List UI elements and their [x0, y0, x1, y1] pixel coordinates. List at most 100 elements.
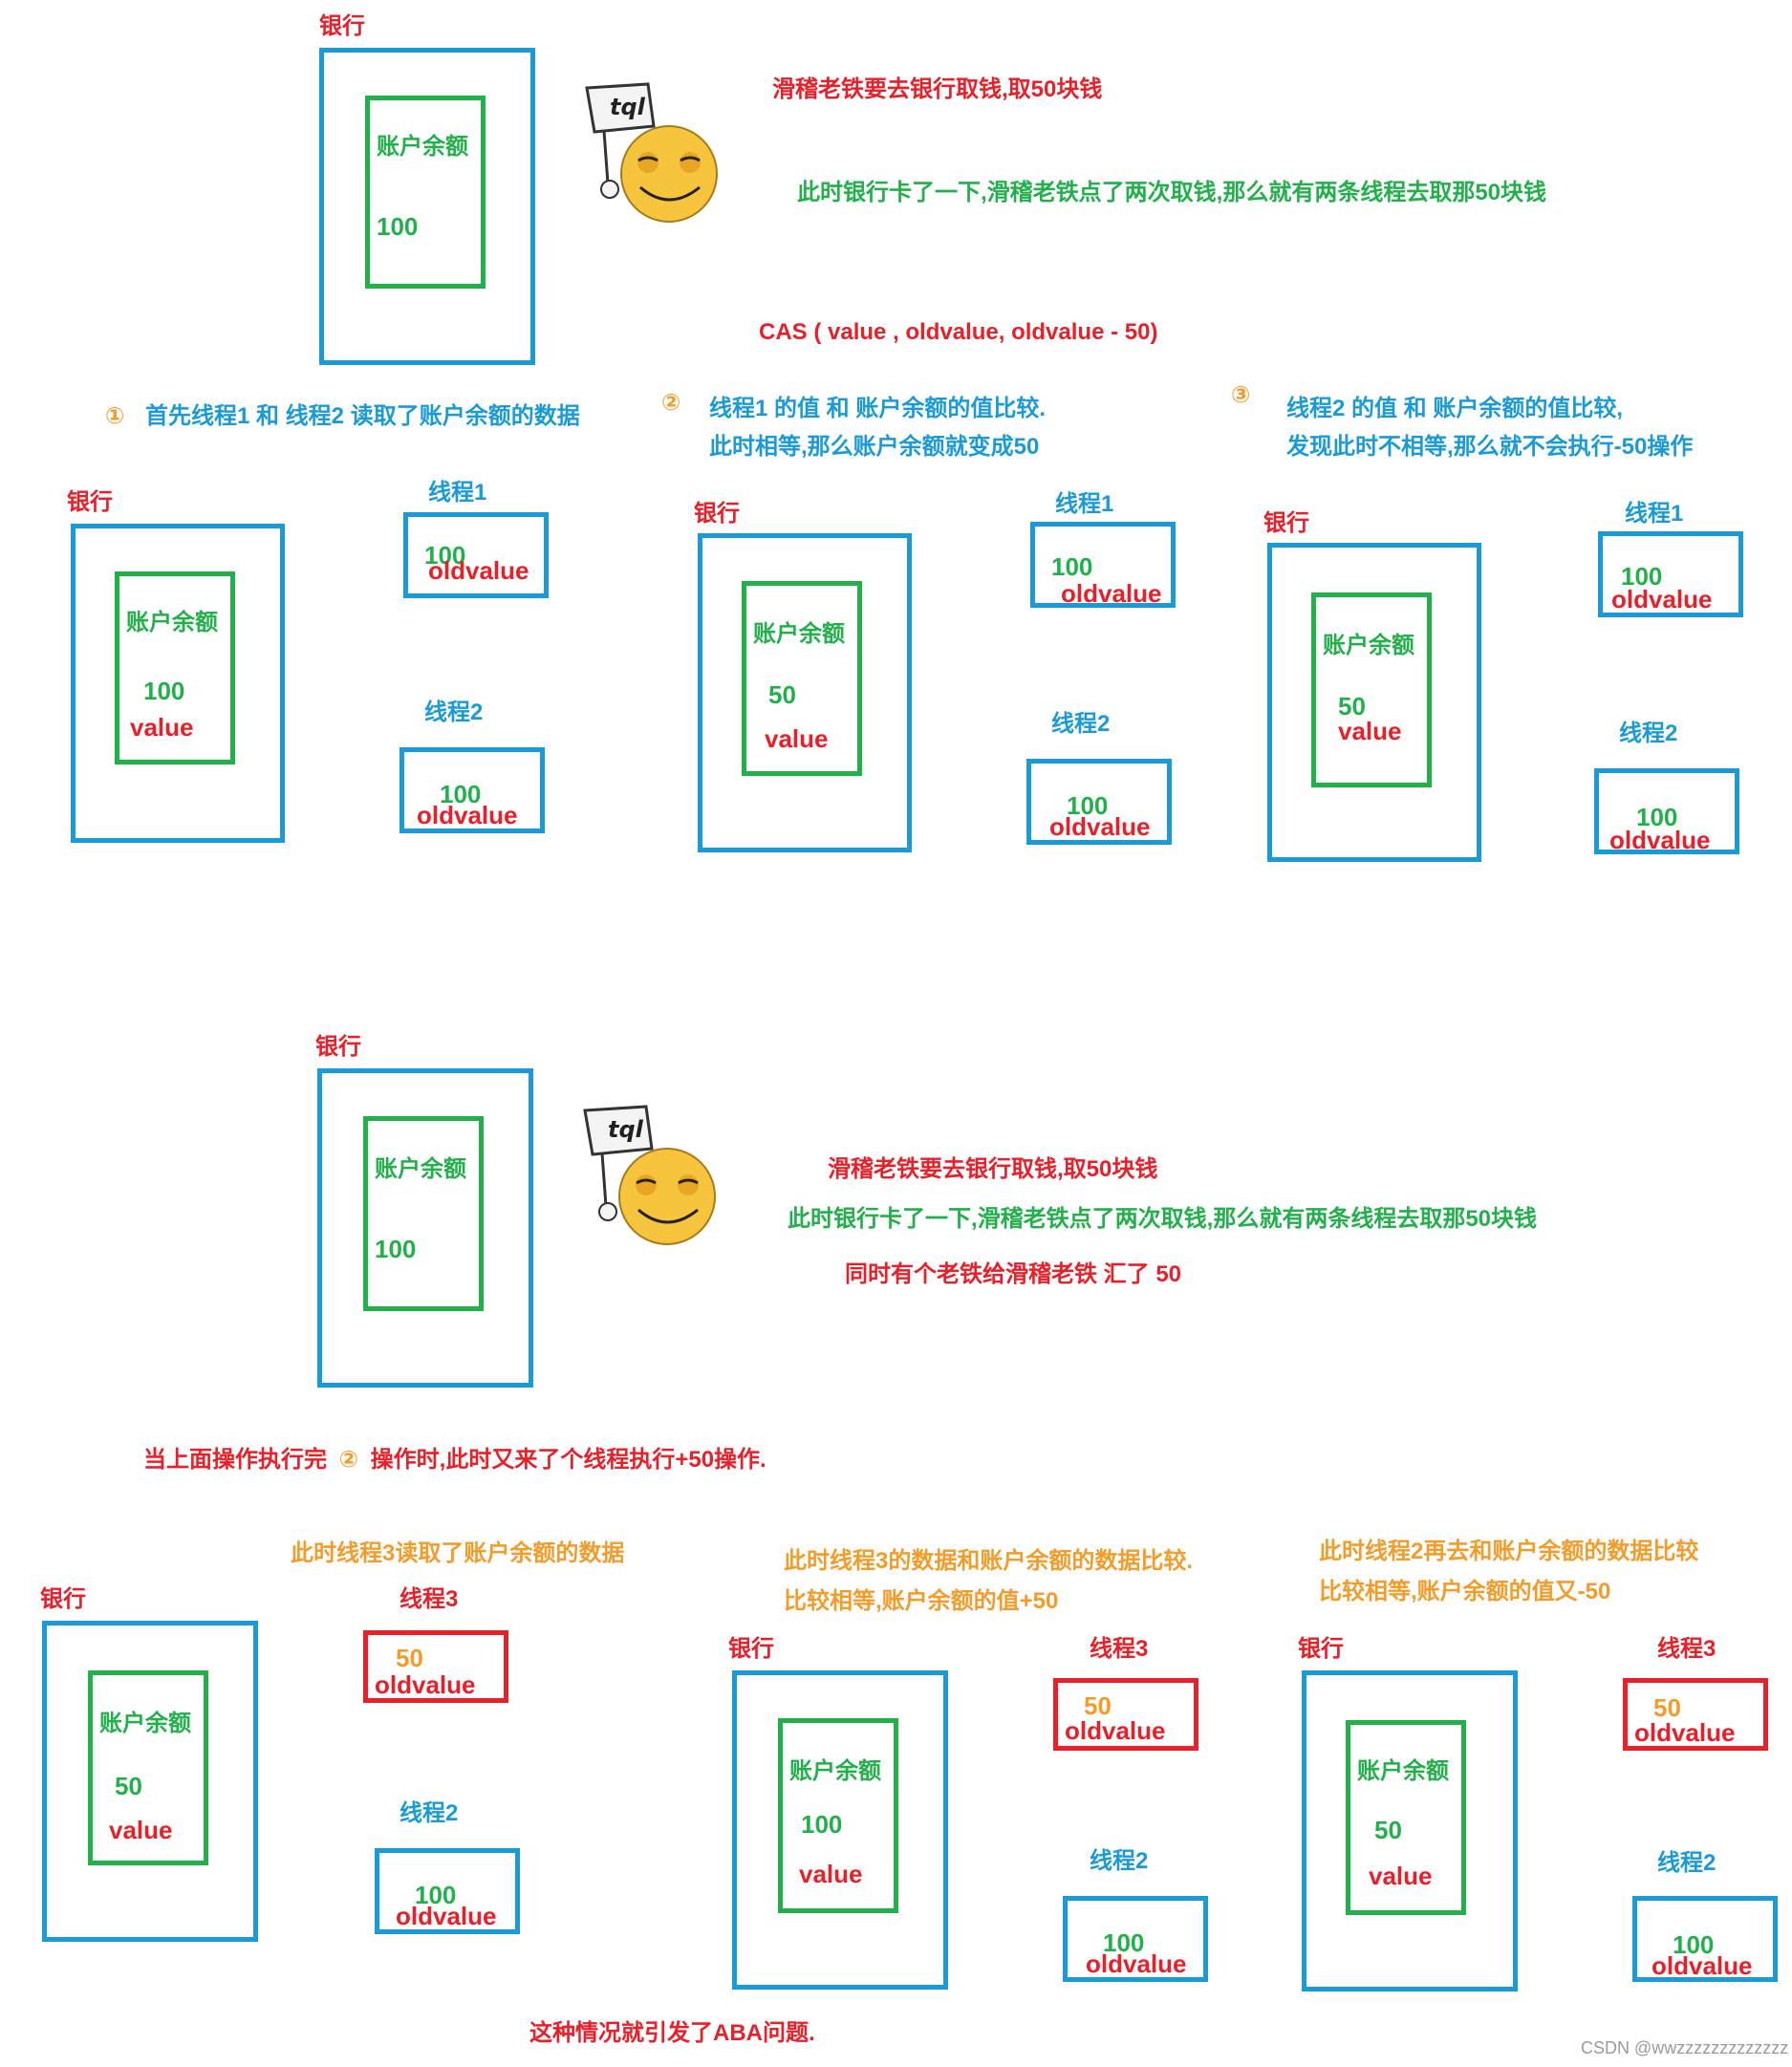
step3-line2: 发现此时不相等,那么就不会执行-50操作: [1286, 434, 1694, 460]
bank-title: 银行: [319, 13, 365, 39]
thread2-box: [1632, 1896, 1778, 1982]
bank-title: 银行: [1298, 1636, 1344, 1662]
account-balance: 100: [801, 1810, 843, 1839]
tql-mascot-icon: tql: [581, 78, 730, 231]
value-label: value: [1369, 1862, 1433, 1890]
thread1-box: [1598, 531, 1743, 617]
bank-box: [71, 524, 285, 843]
thread2-oldvalue: 100: [440, 780, 482, 808]
bank-title: 银行: [67, 489, 113, 515]
step2-line2: 此时相等,那么账户余额就变成50: [709, 434, 1040, 460]
value-label: value: [765, 724, 829, 753]
oldvalue-label: oldvalue: [1609, 826, 1711, 854]
bank-box: [1302, 1670, 1518, 1992]
note-text-after: 操作时,此时又来了个线程执行+50操作.: [370, 1447, 766, 1473]
account-balance: 50: [1338, 692, 1366, 721]
thread2-box: [1026, 759, 1172, 845]
thread1-title: 线程1: [1625, 501, 1684, 527]
thread3-oldvalue: 50: [1653, 1693, 1681, 1722]
account-label: 账户余额: [377, 134, 468, 160]
account-balance: 50: [1374, 1816, 1402, 1844]
value-label: value: [109, 1816, 173, 1844]
bank-title: 银行: [40, 1586, 86, 1612]
cas-formula: CAS ( value , oldvalue, oldvalue - 50): [759, 319, 1158, 345]
thread2-box: [1594, 768, 1739, 854]
story-line-3: 同时有个老铁给滑稽老铁 汇了 50: [845, 1261, 1182, 1287]
thread2-oldvalue: 100: [1067, 791, 1109, 820]
account-label: 账户余额: [1323, 633, 1414, 658]
account-box: [365, 96, 486, 289]
account-label: 账户余额: [375, 1156, 466, 1182]
step-c-line2: 比较相等,账户余额的值又-50: [1319, 1579, 1611, 1604]
story-line-1: 滑稽老铁要去银行取钱,取50块钱: [828, 1156, 1158, 1182]
watermark: CSDN @wwzzzzzzzzzzzzz: [1581, 2038, 1789, 2057]
account-balance: 100: [375, 1235, 417, 1263]
thread1-title: 线程1: [428, 480, 487, 506]
thread2-title: 线程2: [1657, 1850, 1716, 1876]
oldvalue-label: oldvalue: [1652, 1951, 1753, 1980]
account-balance: 50: [768, 680, 796, 709]
bank-title: 银行: [315, 1034, 361, 1060]
thread2-oldvalue: 100: [1673, 1930, 1715, 1959]
oldvalue-label: oldvalue: [1086, 1949, 1187, 1978]
after-step2-note: 当上面操作执行完 ② 操作时,此时又来了个线程执行+50操作.: [143, 1449, 766, 1472]
thread1-box: [403, 512, 549, 598]
bank-title: 银行: [1263, 510, 1309, 536]
mascot-sign-text: tql: [608, 1116, 644, 1143]
thread2-box: [375, 1848, 520, 1934]
thread3-title: 线程3: [399, 1586, 459, 1612]
step3-line1: 线程2 的值 和 账户余额的值比较,: [1286, 396, 1624, 421]
thread3-box: [1053, 1678, 1198, 1751]
bank-box: [42, 1621, 258, 1942]
bank-box: [317, 1068, 533, 1388]
account-balance: 50: [115, 1772, 142, 1800]
bank-box: [732, 1670, 948, 1990]
thread1-oldvalue: 100: [1621, 562, 1663, 591]
thread1-title: 线程1: [1055, 491, 1114, 517]
step-a-text: 此时线程3读取了账户余额的数据: [291, 1540, 625, 1566]
account-box: [1311, 592, 1432, 787]
step2-line1: 线程1 的值 和 账户余额的值比较.: [709, 396, 1047, 421]
bank-box: [319, 48, 535, 365]
account-label: 账户余额: [126, 610, 218, 635]
account-box: [88, 1670, 208, 1865]
account-label: 账户余额: [789, 1758, 881, 1784]
account-box: [1346, 1720, 1466, 1915]
story-line-1: 滑稽老铁要去银行取钱,取50块钱: [772, 76, 1103, 102]
account-label: 账户余额: [99, 1711, 191, 1736]
account-label: 账户余额: [753, 621, 845, 647]
conclusion-text: 这种情况就引发了ABA问题.: [529, 2020, 815, 2046]
step1-text: 首先线程1 和 线程2 读取了账户余额的数据: [145, 403, 580, 429]
bank-title: 银行: [728, 1636, 774, 1662]
oldvalue-label: oldvalue: [428, 556, 529, 585]
thread1-oldvalue: 100: [424, 541, 466, 570]
thread3-title: 线程3: [1090, 1636, 1149, 1662]
thread2-box: [1063, 1896, 1208, 1982]
step-b-line2: 比较相等,账户余额的值+50: [784, 1588, 1059, 1614]
thread2-title: 线程2: [424, 700, 484, 725]
thread2-oldvalue: 100: [415, 1881, 457, 1909]
oldvalue-label: oldvalue: [1065, 1716, 1166, 1745]
oldvalue-label: oldvalue: [1634, 1718, 1736, 1747]
oldvalue-label: oldvalue: [1049, 812, 1151, 841]
bank-box: [1267, 543, 1481, 862]
oldvalue-label: oldvalue: [1061, 579, 1162, 608]
thread1-box: [1030, 522, 1176, 608]
oldvalue-label: oldvalue: [375, 1670, 476, 1699]
tql-mascot-icon: tql: [579, 1101, 728, 1254]
thread2-title: 线程2: [399, 1800, 459, 1826]
note-marker: ②: [338, 1447, 358, 1473]
mascot-sign-text: tql: [610, 94, 646, 120]
value-label: value: [130, 713, 194, 742]
value-label: value: [799, 1860, 863, 1888]
bank-box: [698, 533, 912, 852]
story-line-2: 此时银行卡了一下,滑稽老铁点了两次取钱,那么就有两条线程去取那50块钱: [797, 180, 1547, 205]
thread2-oldvalue: 100: [1103, 1928, 1145, 1957]
bank-title: 银行: [694, 501, 740, 527]
step-b-line1: 此时线程3的数据和账户余额的数据比较.: [784, 1548, 1194, 1574]
oldvalue-label: oldvalue: [396, 1902, 497, 1930]
thread2-title: 线程2: [1090, 1848, 1149, 1874]
thread2-title: 线程2: [1619, 721, 1678, 746]
value-label: value: [1338, 717, 1402, 745]
oldvalue-label: oldvalue: [417, 801, 518, 829]
